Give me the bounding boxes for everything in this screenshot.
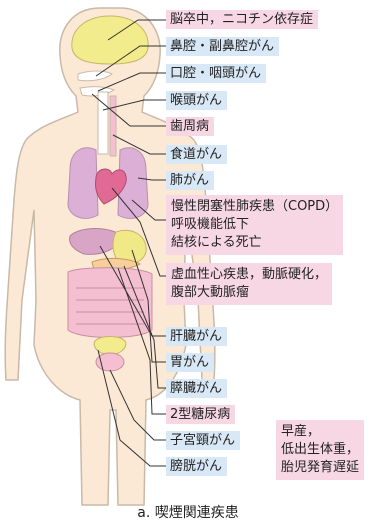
label-brain: 脳卒中，ニコチン依存症 — [166, 10, 318, 29]
label-liver: 肝臓がん — [166, 327, 227, 346]
label-pancreas: 膵臓がん — [166, 379, 227, 398]
uterus-organ — [96, 353, 124, 371]
figure-caption: a. 喫煙関連疾患 — [0, 502, 376, 522]
label-nasal: 鼻腔・副鼻腔がん — [166, 37, 279, 56]
label-respiratory: 慢性閉塞性肺疾患（COPD） 呼吸機能低下 結核による死亡 — [166, 195, 343, 255]
label-pregnancy: 早産， 低出生体重， 胎児発育遅延 — [276, 420, 364, 480]
label-bladder: 膀胱がん — [166, 457, 227, 476]
label-esophagus: 食道がん — [166, 145, 227, 164]
label-cervix: 子宮頸がん — [166, 431, 240, 450]
label-cardio: 虚血性心疾患，動脈硬化， 腹部大動脈瘤 — [166, 263, 332, 305]
trachea — [98, 92, 108, 154]
intestine-organ — [68, 268, 152, 338]
label-perio: 歯周病 — [166, 117, 214, 136]
brain-organ — [72, 16, 148, 64]
left-lung — [68, 148, 98, 219]
label-stomach: 胃がん — [166, 353, 214, 372]
label-larynx: 喉頭がん — [166, 91, 227, 110]
esophagus-tube — [110, 96, 116, 156]
label-lung: 肺がん — [166, 171, 214, 190]
label-oral: 口腔・咽頭がん — [166, 64, 266, 83]
label-diabetes: 2型糖尿病 — [166, 405, 235, 424]
